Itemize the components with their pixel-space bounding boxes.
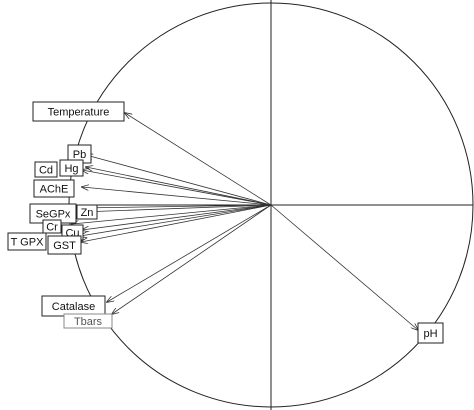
tbars-arrow xyxy=(112,204,272,314)
label-cr: Cr xyxy=(42,219,62,234)
zn-arrow xyxy=(81,204,272,212)
temperature-arrow xyxy=(125,113,272,206)
tgpx-label-box xyxy=(7,232,47,251)
cr-label-text: Cr xyxy=(46,222,58,234)
temperature-label-text: Temperature xyxy=(48,107,110,119)
cd-label-text: Cd xyxy=(39,165,53,177)
cd-label-box xyxy=(34,161,58,178)
label-cd: Cd xyxy=(34,161,58,178)
label-ache: AChE xyxy=(33,179,75,198)
segpx-arrow xyxy=(79,204,272,208)
cr-arrow xyxy=(72,204,272,224)
tbars-label-box xyxy=(63,313,113,329)
pb-label-text: Pb xyxy=(73,149,86,161)
variable-arrows xyxy=(72,113,418,330)
label-gst: GST xyxy=(47,235,82,255)
ph-label-text: pH xyxy=(423,328,437,340)
cr-label-box xyxy=(42,219,62,234)
catalase-label-text: Catalase xyxy=(52,301,95,313)
gst-label-text: GST xyxy=(53,240,76,252)
hg-label-text: Hg xyxy=(64,163,78,175)
tgpx-arrow xyxy=(80,204,272,236)
label-zn: Zn xyxy=(76,204,98,220)
ache-label-box xyxy=(33,179,75,198)
label-tgpx: T GPX xyxy=(7,232,47,251)
cu-arrow xyxy=(82,204,272,230)
label-hg: Hg xyxy=(59,159,84,177)
label-ph: pH xyxy=(417,322,444,344)
ph-label-box xyxy=(417,322,444,344)
tgpx-label-text: T GPX xyxy=(11,237,44,249)
gst-label-box xyxy=(47,235,82,255)
label-temperature: Temperature xyxy=(32,101,125,122)
label-pb: Pb xyxy=(67,144,92,164)
label-segpx: SeGPx xyxy=(29,203,77,224)
hg-label-box xyxy=(59,159,84,177)
tbars-label-text: Tbars xyxy=(74,316,103,328)
pb-arrow xyxy=(86,155,272,206)
ache-label-text: AChE xyxy=(40,184,69,196)
zn-label-box xyxy=(76,204,98,220)
label-catalase: Catalase xyxy=(41,295,106,317)
segpx-label-text: SeGPx xyxy=(36,209,71,221)
label-tbars: Tbars xyxy=(63,313,113,329)
hg-arrow xyxy=(86,167,272,206)
temperature-label-box xyxy=(32,101,125,122)
cd-arrow xyxy=(82,170,272,206)
ph-arrow xyxy=(270,204,418,330)
gst-arrow xyxy=(81,204,272,242)
catalase-arrow xyxy=(107,204,272,302)
ache-arrow xyxy=(82,187,272,206)
zn-label-text: Zn xyxy=(81,207,94,219)
